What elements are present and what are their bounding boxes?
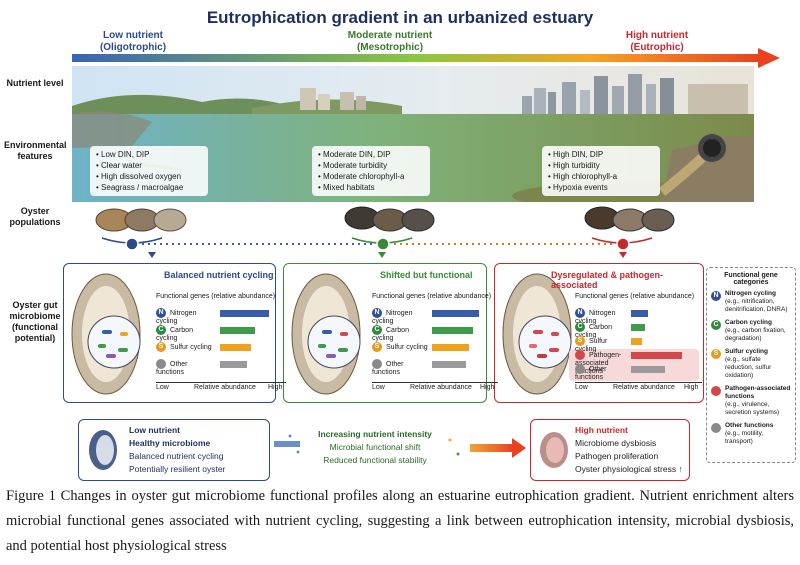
- legend-badge-icon: C: [711, 320, 721, 330]
- level-high-sub: (Eutrophic): [630, 42, 684, 53]
- figure-caption: Figure 1 Changes in oyster gut microbiom…: [6, 488, 794, 554]
- legend-item-desc: (e.g., virulence, secretion systems): [725, 401, 780, 416]
- legend-item: C Carbon cycling(e.g., carbon fixation, d…: [711, 319, 791, 343]
- env-low-item: Seagrass / macroalgae: [96, 182, 202, 193]
- oyster-gut-icon-mid: [291, 273, 361, 395]
- level-low-sub: (Oligotrophic): [99, 42, 167, 53]
- env-high-item: High chlorophyll-a: [548, 171, 654, 182]
- level-high-title: High nutrient: [625, 30, 689, 41]
- env-box-low: Low DIN, DIP Clear water High dissolved …: [90, 146, 208, 196]
- env-low-item: Clear water: [96, 160, 202, 171]
- legend-item-name: Carbon cycling: [725, 319, 772, 326]
- row-label-oyster: Oyster populations: [9, 206, 61, 227]
- oyster-group-mid: [344, 206, 435, 251]
- stressed-oyster-icon: [540, 432, 568, 468]
- env-box-mid: Moderate DIN, DIP Moderate turbidity Mod…: [312, 146, 430, 196]
- summary-low-l3: Balanced nutrient cycling: [129, 451, 224, 461]
- legend-item-name: Nitrogen cycling: [725, 290, 776, 297]
- oyster-gut-icon-low: [71, 273, 141, 395]
- level-mid-sub: (Mesotrophic): [356, 42, 424, 53]
- env-high-item: High DIN, DIP: [548, 149, 654, 160]
- summary-low-l1: Low nutrient: [129, 425, 180, 435]
- transition-arrow-right: [448, 438, 526, 458]
- legend-item: Pathogen-associated functions(e.g., viru…: [711, 385, 791, 417]
- oyster-populations-illustration: [95, 206, 675, 258]
- pathogen-highlight: [569, 349, 699, 381]
- legend-item-text: Nitrogen cycling(e.g., nitrification, de…: [725, 290, 791, 314]
- summary-low-l2: Healthy microbiome: [129, 438, 211, 448]
- env-low-item: High dissolved oxygen: [96, 171, 202, 182]
- legend-badge-icon: N: [711, 291, 721, 301]
- nutrient-gradient-arrow: [72, 48, 780, 68]
- summary-high-l4: Oyster physiological stress ↑: [575, 464, 683, 474]
- legend-badge-icon: S: [711, 349, 721, 359]
- summary-high-l3: Pathogen proliferation: [575, 451, 659, 461]
- legend-item-text: Pathogen-associated functions(e.g., viru…: [725, 385, 791, 417]
- legend-item-name: Other functions: [725, 422, 774, 429]
- legend-item-text: Sulfur cycling(e.g., sulfate reduction, …: [725, 348, 791, 380]
- env-mid-item: Moderate chlorophyll-a: [318, 171, 424, 182]
- legend-item: S Sulfur cycling(e.g., sulfate reduction,…: [711, 348, 791, 380]
- healthy-oyster-icon: [89, 430, 117, 470]
- summary-high-text: High nutrient Microbiome dysbiosis Patho…: [575, 424, 683, 476]
- oyster-group-high: [584, 206, 675, 251]
- legend-title: Functional gene categories: [724, 272, 778, 286]
- summary-mid-l1: Increasing nutrient intensity: [318, 429, 432, 439]
- summary-high: High nutrient Microbiome dysbiosis Patho…: [530, 419, 690, 481]
- legend-badge-icon: [711, 423, 721, 433]
- env-mid-item: Moderate DIN, DIP: [318, 149, 424, 160]
- legend-item-name: Sulfur cycling: [725, 348, 768, 355]
- level-high-label: High nutrient (Eutrophic): [612, 30, 702, 54]
- panel-low-title: Balanced nutrient cycling: [164, 270, 274, 280]
- panel-high-title: Dysregulated & pathogen-associated: [551, 270, 664, 290]
- microbiome-panel-high: Dysregulated & pathogen-associated: [494, 263, 704, 403]
- summary-mid: Increasing nutrient intensity Microbial …: [300, 428, 450, 467]
- figure-title: Eutrophication gradient in an urbanized …: [206, 8, 594, 27]
- row-label-nutrient: Nutrient level: [6, 78, 64, 88]
- legend-item-desc: (e.g., motility, transport): [725, 430, 764, 445]
- level-low-title: Low nutrient: [103, 30, 163, 41]
- level-low-label: Low nutrient (Oligotrophic): [88, 30, 178, 54]
- microbiome-panel-mid: Shifted but functional: [283, 263, 487, 403]
- level-mid-title: Moderate nutrient: [347, 30, 433, 41]
- legend-item: N Nitrogen cycling(e.g., nitrification, d…: [711, 290, 791, 314]
- microbiome-panel-low: Balanced nutrient cycling: [63, 263, 276, 403]
- oyster-group-low: [95, 208, 187, 251]
- panel-mid-title: Shifted but functional: [380, 270, 473, 280]
- legend-item-desc: (e.g., nitrification, denitrification, D…: [725, 298, 788, 313]
- legend-item-text: Carbon cycling(e.g., carbon fixation, de…: [725, 319, 791, 343]
- legend-item: Other functions(e.g., motility, transpor…: [711, 422, 791, 446]
- env-mid-item: Mixed habitats: [318, 182, 424, 193]
- summary-low-l4: Potentially resilient oyster: [129, 464, 226, 474]
- legend-item-desc: (e.g., carbon fixation, degradation): [725, 327, 786, 342]
- summary-low: Low nutrient Healthy microbiome Balanced…: [78, 419, 270, 481]
- legend-items: N Nitrogen cycling(e.g., nitrification, d…: [711, 290, 791, 446]
- summary-mid-l3: Reduced functional stability: [323, 455, 427, 465]
- oyster-gut-icon-high: [502, 273, 572, 395]
- transition-arrow-left: [274, 434, 300, 454]
- level-mid-label: Moderate nutrient (Mesotrophic): [330, 30, 450, 54]
- summary-high-l1: High nutrient: [575, 425, 628, 435]
- summary-low-text: Low nutrient Healthy microbiome Balanced…: [129, 424, 225, 476]
- legend-badge-icon: [711, 386, 721, 396]
- env-box-high: High DIN, DIP High turbidity High chloro…: [542, 146, 660, 196]
- env-mid-item: Moderate turbidity: [318, 160, 424, 171]
- row-label-microbiome: Oyster gut microbiome (functional potent…: [9, 300, 61, 343]
- legend-item-desc: (e.g., sulfate reduction, sulfur oxidati…: [725, 356, 772, 379]
- summary-mid-l2: Microbial functional shift: [329, 442, 421, 452]
- env-high-item: High turbidity: [548, 160, 654, 171]
- env-low-item: Low DIN, DIP: [96, 149, 202, 160]
- summary-high-l2: Microbiome dysbiosis: [575, 438, 657, 448]
- functional-gene-legend: Functional gene categories N Nitrogen cyc…: [706, 267, 796, 463]
- row-label-environment: Environmental features: [4, 140, 67, 161]
- env-high-item: Hypoxia events: [548, 182, 654, 193]
- legend-item-name: Pathogen-associated functions: [725, 385, 791, 400]
- legend-item-text: Other functions(e.g., motility, transpor…: [725, 422, 791, 446]
